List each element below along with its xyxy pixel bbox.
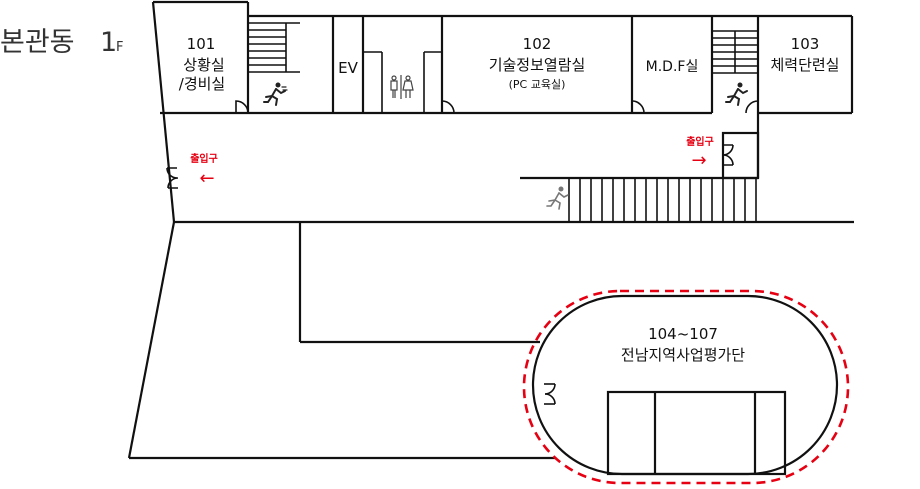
exit-runner-icon — [263, 82, 288, 106]
elevator-shaft — [331, 16, 442, 113]
right-entrance-label: 출입구 — [686, 135, 714, 148]
floor-suffix: F — [116, 40, 123, 55]
corridor-stairs — [568, 178, 757, 222]
left-staircase — [248, 22, 300, 73]
left-entrance-label: 출입구 — [190, 152, 218, 165]
room-104-107-number: 104~107 — [648, 325, 718, 343]
room-103-door — [745, 100, 759, 114]
room-103-number: 103 — [791, 35, 820, 53]
left-entrance-arrow: ← — [199, 168, 214, 189]
room-101-number: 101 — [187, 35, 216, 53]
room-104-107 — [531, 294, 839, 476]
highlight-outline — [522, 289, 850, 485]
mdf-label: M.D.F실 — [646, 59, 699, 75]
left-entrance-door — [166, 167, 179, 189]
right-staircase — [712, 30, 758, 74]
floor-number: 1 — [100, 27, 117, 58]
room-102-name: 기술정보열람실 — [489, 56, 586, 74]
room-102-number: 102 — [523, 35, 552, 53]
right-entrance-vestibule — [721, 131, 760, 180]
elevator-label: EV — [338, 59, 358, 77]
room-101-name-line1: 상황실 — [183, 56, 224, 74]
room-101-name-line2: /경비실 — [179, 75, 225, 93]
building-name: 본관동 — [0, 27, 75, 58]
room-102 — [440, 16, 455, 114]
room-102-sub: (PC 교육실) — [509, 78, 566, 91]
exit-runner-icon — [546, 186, 569, 210]
room-103-name: 체력단련실 — [770, 56, 839, 74]
right-entrance-arrow: → — [691, 150, 706, 171]
exit-runner-icon — [725, 82, 748, 106]
room-mdf — [630, 16, 714, 115]
room-104-107-name: 전남지역사업평가단 — [621, 346, 745, 364]
room-101 — [235, 2, 250, 114]
restroom-icon — [390, 75, 414, 99]
